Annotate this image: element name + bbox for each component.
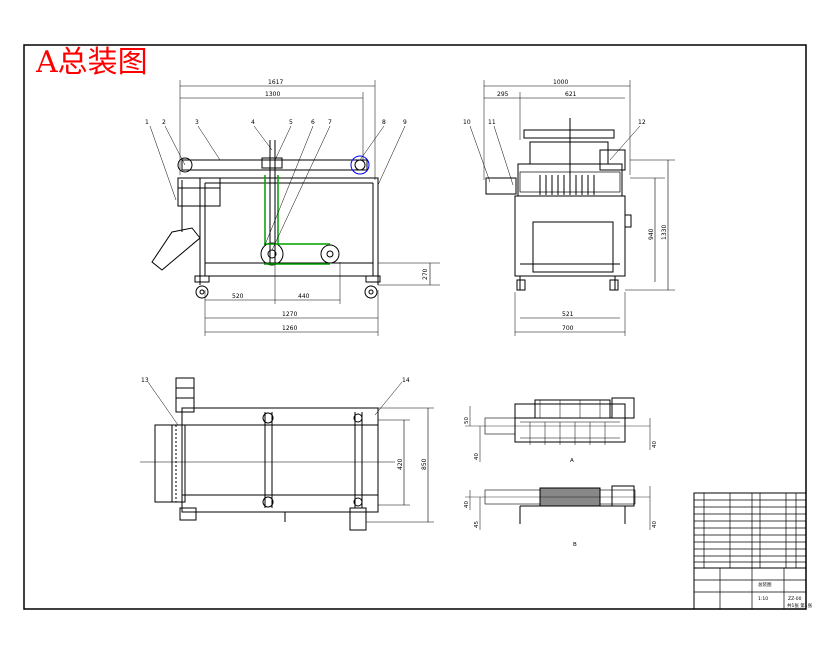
side-dim-1330: 1330: [661, 225, 668, 240]
side-dim-940: 940: [648, 228, 655, 240]
balloon-12: 12: [638, 119, 646, 126]
title-block-labels: 总装图 1:10 ZZ-00 共1张 第1张: [758, 581, 813, 609]
balloon-8: 8: [382, 119, 386, 126]
side-dim-621: 621: [565, 91, 577, 98]
detail-dim-50: 50: [464, 417, 470, 424]
detail-dim-40b: 40: [652, 441, 658, 448]
balloon-4: 4: [251, 119, 255, 126]
side-dim-1000: 1000: [553, 79, 568, 86]
detail-b-label: B: [573, 542, 577, 548]
balloon-9: 9: [403, 119, 407, 126]
detail-views: [465, 397, 651, 530]
side-view: [469, 80, 675, 336]
balloon-11: 11: [488, 119, 496, 126]
top-dim-850: 850: [421, 458, 428, 470]
balloon-2: 2: [162, 119, 166, 126]
balloon-6: 6: [311, 119, 315, 126]
front-view-labels: 1617 1300 1 2 3 4 5 6 7 8 9 270 520 440 …: [145, 79, 429, 332]
detail-dim-45: 45: [474, 521, 480, 528]
detail-dim-40c: 40: [464, 501, 470, 508]
side-dim-700: 700: [562, 325, 574, 332]
dim-bottom-520: 520: [232, 293, 244, 300]
balloon-1: 1: [145, 119, 149, 126]
balloon-5: 5: [289, 119, 293, 126]
dim-overall-2: 1300: [265, 91, 280, 98]
detail-a-label: A: [570, 458, 574, 464]
top-view-labels: 13 14 420 850: [141, 377, 428, 470]
dim-bottom-1260: 1260: [282, 325, 297, 332]
balloon-14: 14: [402, 377, 410, 384]
title-block: [693, 492, 807, 610]
dim-right-270: 270: [422, 268, 429, 280]
side-dim-521: 521: [562, 311, 574, 318]
balloon-3: 3: [195, 119, 199, 126]
title-block-drawing-no: ZZ-00: [788, 596, 802, 602]
front-view: [149, 80, 440, 336]
dim-bottom-440: 440: [298, 293, 310, 300]
side-view-labels: 1000 295 621 10 11 12 1330 940 521 700: [463, 79, 668, 332]
title-block-sheet: 共1张 第1张: [787, 602, 813, 609]
drawing-title: A总装图: [35, 45, 148, 80]
top-view: [140, 377, 434, 531]
balloon-7: 7: [328, 119, 332, 126]
title-block-scale: 1:10: [758, 596, 768, 602]
title-block-name: 总装图: [758, 581, 772, 588]
drawing-border: [23, 44, 807, 610]
detail-dim-40a: 40: [474, 453, 480, 460]
balloon-10: 10: [463, 119, 471, 126]
balloon-13: 13: [141, 377, 149, 384]
side-dim-295: 295: [497, 91, 509, 98]
top-dim-420: 420: [397, 458, 404, 470]
detail-views-labels: A B 50 40 40 40 45 40: [464, 417, 658, 548]
detail-dim-40d: 40: [652, 521, 658, 528]
dim-bottom-1270: 1270: [282, 311, 297, 318]
dim-overall-1: 1617: [268, 79, 283, 86]
